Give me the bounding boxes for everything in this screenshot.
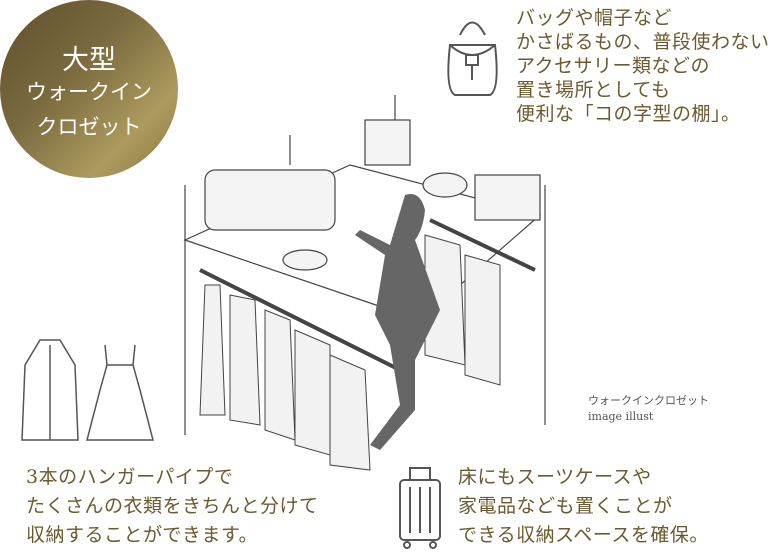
text-line: アクセサリー類などの xyxy=(516,55,711,77)
text-line: できる収納スペースを確保。 xyxy=(458,524,709,546)
person-silhouette xyxy=(355,194,440,450)
hanger-description: 3本のハンガーパイプで たくさんの衣類をきちんと分けて 収納することができます。 xyxy=(26,463,319,550)
text-line: たくさんの衣類をきちんと分けて xyxy=(26,495,319,517)
badge-line: ウォークイン xyxy=(26,80,152,104)
text-line: 置き場所としても xyxy=(516,79,671,101)
text-line: 床にもスーツケースや xyxy=(458,466,652,488)
shelf-description: バッグや帽子など かさばるもの、普段使わない アクセサリー類などの 置き場所とし… xyxy=(516,6,770,126)
text-line: かさばるもの、普段使わない xyxy=(516,31,770,53)
caption-line: ウォークインクロゼット xyxy=(588,394,709,407)
text-line: 便利な「コの字型の棚」。 xyxy=(516,103,741,125)
bag-icon xyxy=(447,21,498,96)
dress-icon xyxy=(86,344,154,441)
text-line: 家電品なども置くことが xyxy=(458,495,673,517)
caption-line: image illust xyxy=(588,410,654,423)
badge-line: 大型 xyxy=(62,45,116,76)
text-line: 3本のハンガーパイプで xyxy=(26,466,234,488)
illustration-caption: ウォークインクロゼット image illust xyxy=(588,393,709,425)
text-line: バッグや帽子など xyxy=(516,7,673,29)
badge-line: クロゼット xyxy=(36,115,142,139)
coat-icon xyxy=(21,339,79,441)
walk-in-closet-illustration xyxy=(183,95,546,471)
floor-storage-description: 床にもスーツケースや 家電品なども置くことが できる収納スペースを確保。 xyxy=(458,463,709,550)
text-line: 収納することができます。 xyxy=(26,524,259,546)
suitcase-icon xyxy=(399,467,441,549)
closet-badge: 大型 ウォークイン クロゼット xyxy=(0,0,178,178)
